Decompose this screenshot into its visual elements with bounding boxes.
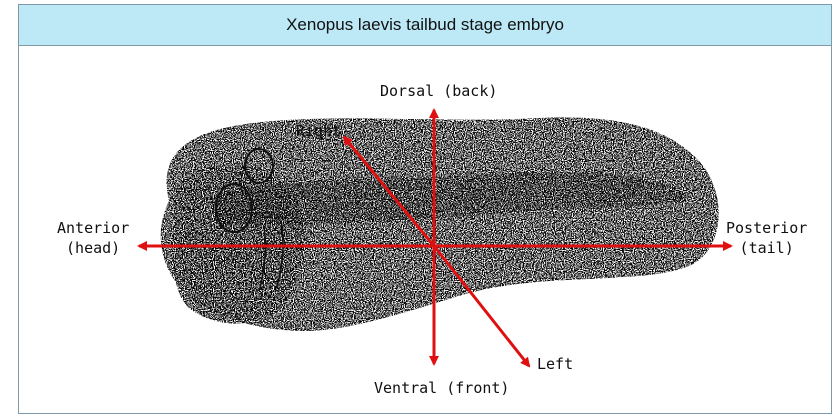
embryo-body	[161, 117, 719, 331]
dorsal-label: Dorsal (back)	[380, 81, 497, 101]
anterior-label-line1: Anterior	[57, 218, 129, 238]
left-label: Left	[537, 354, 573, 374]
diagram-canvas: Dorsal (back) Right Anterior (head) Post…	[19, 46, 831, 413]
right-label: Right	[296, 121, 341, 141]
posterior-label-line2: (tail)	[726, 238, 807, 258]
ventral-label: Ventral (front)	[374, 378, 509, 398]
anterior-label: Anterior (head)	[57, 218, 129, 258]
anterior-label-line2: (head)	[57, 238, 129, 258]
diagram-title: Xenopus laevis tailbud stage embryo	[19, 5, 831, 46]
embryo-diagram	[19, 46, 833, 413]
diagram-frame: Xenopus laevis tailbud stage embryo	[18, 4, 832, 414]
posterior-label: Posterior (tail)	[726, 218, 807, 258]
posterior-label-line1: Posterior	[726, 218, 807, 238]
